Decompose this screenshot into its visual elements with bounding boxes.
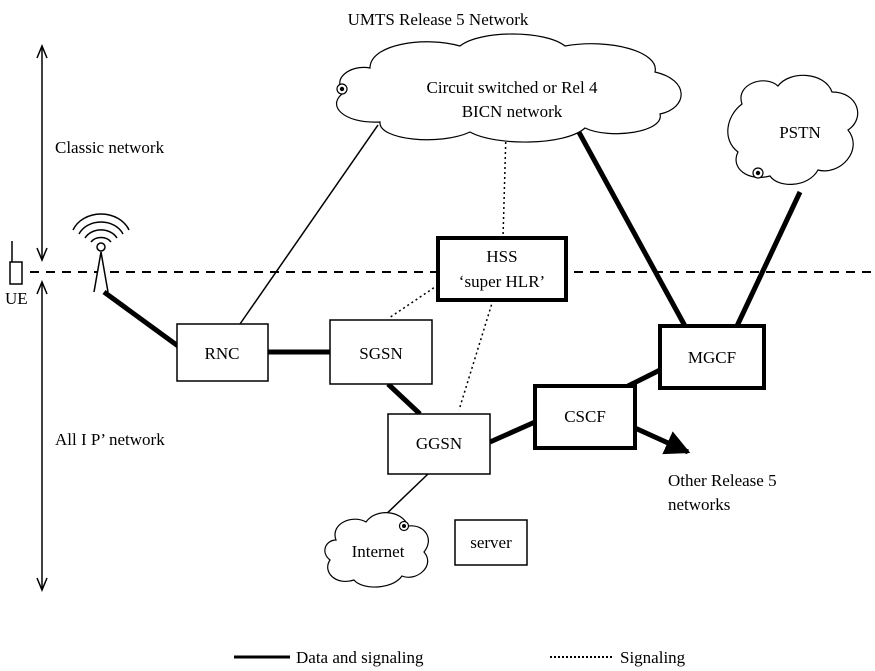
- rnc-node: RNC: [176, 323, 269, 382]
- server-label: server: [470, 533, 512, 552]
- pstn-label: PSTN: [779, 123, 821, 142]
- sgsn-label: SGSN: [359, 344, 402, 363]
- signaling-hss-ggsn: [458, 299, 494, 411]
- bicn-cloud-label-line1: Circuit switched or Rel 4: [427, 78, 598, 97]
- mgcf-label: MGCF: [688, 348, 736, 367]
- ue-phone-icon: [9, 241, 23, 285]
- ggsn-node: GGSN: [387, 413, 491, 475]
- hss-node: HSS ‘super HLR’: [436, 236, 568, 302]
- rnc-label: RNC: [205, 344, 240, 363]
- legend-dotted-label: Signaling: [620, 648, 686, 667]
- cscf-label: CSCF: [564, 407, 606, 426]
- link-mgcf-bicn: [572, 123, 688, 328]
- link-antenna-rnc: [102, 289, 180, 349]
- pstn-cloud: [727, 74, 859, 185]
- bicn-network-cloud: [335, 33, 682, 143]
- bicn-cloud-label-line2: BICN network: [462, 102, 563, 121]
- link-sgsn-ggsn: [386, 382, 422, 416]
- server-node: server: [454, 519, 528, 566]
- link-rnc-bicn: [239, 124, 379, 325]
- link-cscf-mgcf: [626, 367, 662, 389]
- ue-label: UE: [5, 289, 28, 308]
- legend: Data and signaling Signaling: [234, 648, 686, 667]
- hss-sublabel: ‘super HLR’: [459, 272, 545, 291]
- link-cscf-other-networks: [633, 425, 691, 455]
- classic-network-label: Classic network: [55, 138, 165, 157]
- internet-cloud: [324, 512, 429, 588]
- mgcf-node: MGCF: [658, 324, 766, 390]
- other-networks-label-line1: Other Release 5: [668, 471, 777, 490]
- diagram-title: UMTS Release 5 Network: [348, 10, 529, 29]
- all-ip-network-arrow: [36, 280, 48, 592]
- other-networks-label-line2: networks: [668, 495, 730, 514]
- signaling-hss-sgsn: [388, 284, 439, 319]
- sgsn-node: SGSN: [329, 319, 433, 385]
- cscf-node: CSCF: [533, 384, 637, 450]
- ggsn-label: GGSN: [416, 434, 462, 453]
- internet-label: Internet: [352, 542, 405, 561]
- antenna-icon: [72, 213, 130, 293]
- legend-solid-label: Data and signaling: [296, 648, 424, 667]
- signaling-hss-bicn: [502, 131, 507, 239]
- all-ip-network-label: All I P’ network: [55, 430, 165, 449]
- classic-network-arrow: [36, 44, 48, 262]
- link-mgcf-pstn: [734, 190, 803, 328]
- hss-label: HSS: [486, 247, 517, 266]
- link-ggsn-cscf: [488, 419, 537, 445]
